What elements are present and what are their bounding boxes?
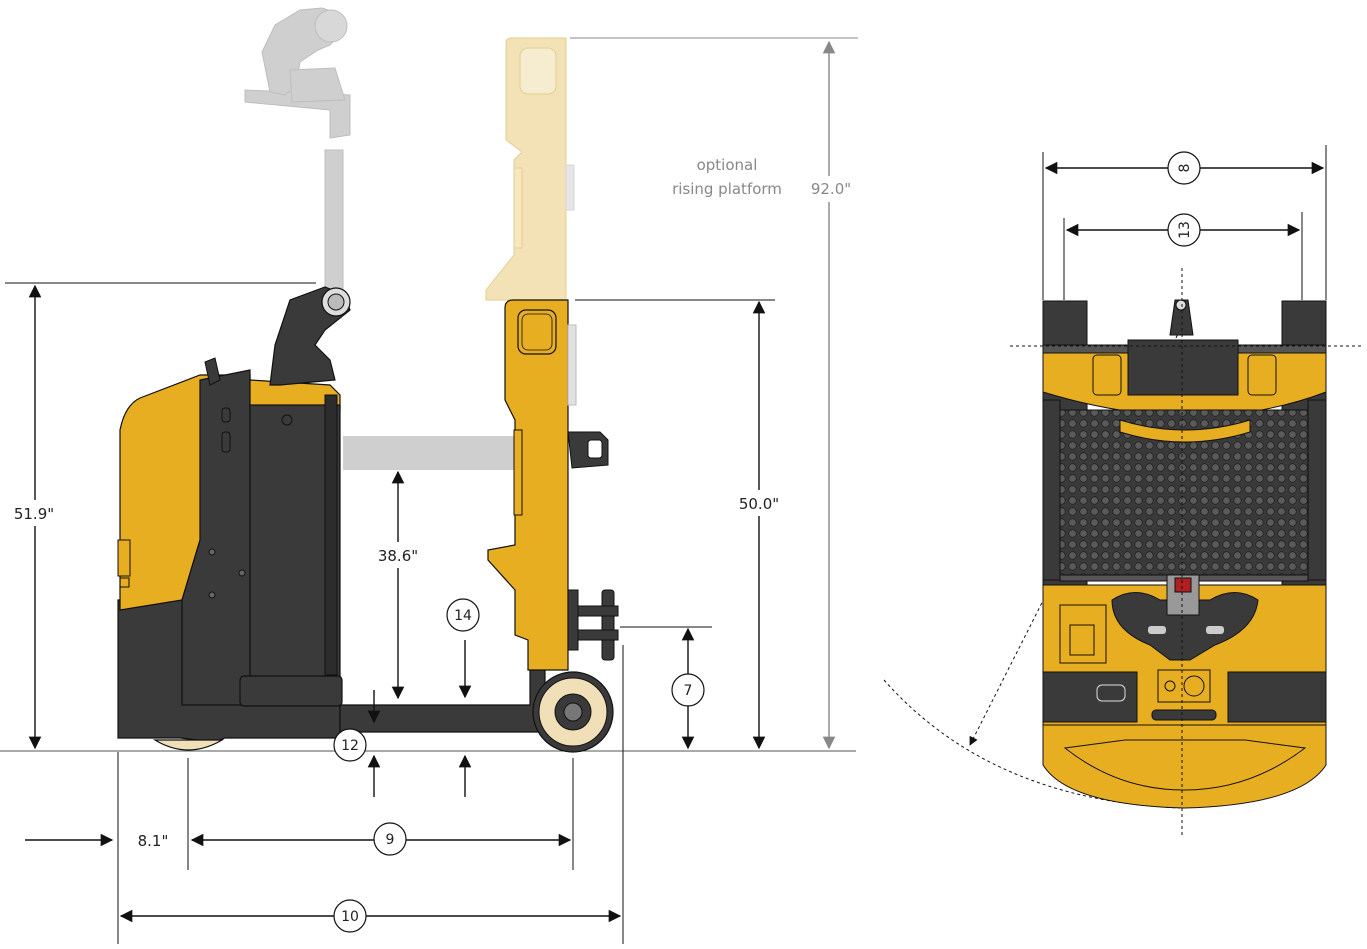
callout-12: 12: [333, 728, 367, 762]
label-raised-height: 92.0": [811, 180, 851, 198]
label-overall-height: 51.9": [14, 505, 54, 523]
raised-tiller-ghost: [244, 7, 351, 291]
label-platform-height: 38.6": [378, 547, 418, 565]
svg-text:14: 14: [454, 608, 472, 624]
label-optional: optional: [697, 156, 758, 174]
svg-text:9: 9: [386, 832, 395, 848]
load-wheel: [532, 671, 614, 753]
truck-body: [117, 286, 546, 751]
callout-7: 7: [671, 673, 705, 707]
callout-8: 8: [1167, 151, 1201, 185]
label-rising-platform: rising platform: [672, 180, 782, 198]
label-tower-height: 50.0": [739, 495, 779, 513]
callout-10: 10: [333, 899, 367, 933]
label-rear-overhang: 8.1": [138, 832, 169, 850]
callout-13: 13: [1167, 213, 1201, 247]
svg-text:8: 8: [1177, 164, 1193, 173]
svg-text:12: 12: [341, 738, 359, 754]
tower: [487, 299, 619, 671]
raised-tower-ghost: [485, 37, 575, 301]
svg-text:13: 13: [1177, 221, 1193, 239]
svg-text:10: 10: [341, 909, 359, 925]
raised-platform-ghost: [343, 436, 518, 470]
top-view: 8 13: [883, 145, 1362, 838]
side-view: 51.9" 38.6" 50.0" 92.0" 8.1" optional ri…: [0, 7, 858, 944]
callout-9: 9: [373, 822, 407, 856]
callout-14: 14: [446, 598, 480, 632]
extension-lines: [5, 37, 858, 944]
svg-text:7: 7: [684, 683, 693, 699]
